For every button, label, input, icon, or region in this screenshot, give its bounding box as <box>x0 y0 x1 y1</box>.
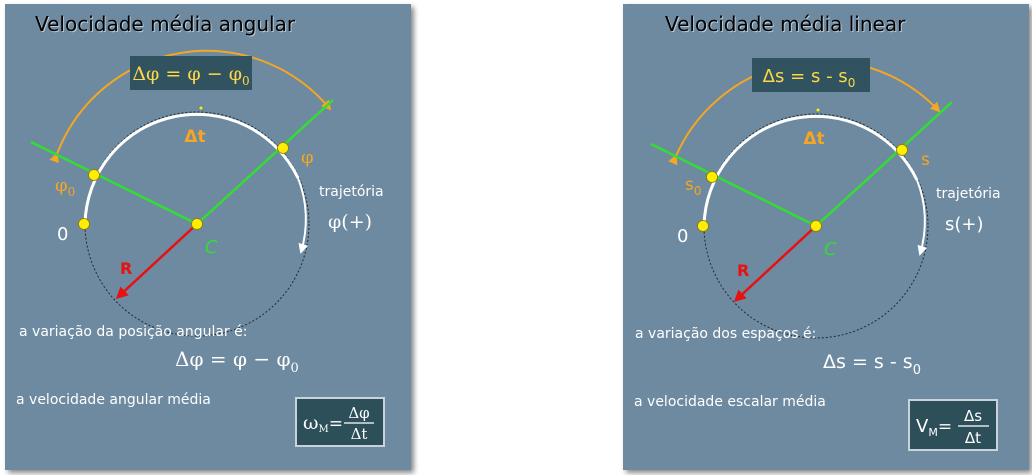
radius-line-end <box>815 101 953 227</box>
linear-diagram: Δs = s - s0 Δt s s0 0 trajetória s(+) C … <box>650 58 1001 451</box>
point-center <box>810 220 822 232</box>
trajectory-label: trajetória <box>319 184 384 200</box>
radius-vector <box>733 225 817 303</box>
delta-arc-arrow <box>49 49 332 164</box>
direction-label: s(+) <box>945 214 984 235</box>
end-label: s <box>921 150 930 170</box>
point-end <box>896 144 908 156</box>
top-formula: Δs = s - s0 <box>763 66 856 90</box>
top-formula-box <box>752 58 870 92</box>
radius-line-start <box>30 140 198 226</box>
origin-label: 0 <box>57 224 68 245</box>
result-denominator: Δt <box>351 425 368 443</box>
result-denominator: Δt <box>965 429 981 447</box>
radius-label: R <box>737 261 749 280</box>
point-end <box>277 142 289 154</box>
top-formula-box <box>130 56 252 90</box>
direction-arrow <box>916 179 928 256</box>
point-top <box>199 106 203 110</box>
result-formula-box <box>295 397 385 447</box>
dt-label: Δt <box>803 129 824 149</box>
trajectory-circle <box>703 113 929 339</box>
variation-text: a variação dos espaços é: <box>635 326 817 342</box>
center-label: C <box>824 239 837 260</box>
top-formula: Δφ = φ − φ0 <box>132 63 249 88</box>
point-start <box>88 169 100 181</box>
result-formula-box <box>908 399 998 451</box>
variation-formula: Δs = s - s0 <box>823 351 921 378</box>
direction-arrow <box>297 177 309 254</box>
velocity-text: a velocidade escalar média <box>634 394 826 410</box>
velocity-text: a velocidade angular média <box>16 392 211 408</box>
end-label: φ <box>301 147 314 168</box>
point-origin <box>78 218 90 230</box>
result-numerator: Δφ <box>348 404 369 422</box>
origin-label: 0 <box>677 226 688 247</box>
radius-line-start <box>650 142 817 228</box>
dt-label: Δt <box>184 127 205 147</box>
start-label: s0 <box>685 175 702 198</box>
panel-linear-velocity: Velocidade média linear Δs = s - s0 Δt <box>623 4 1029 470</box>
trajectory-circle <box>84 111 310 337</box>
result-numerator: Δs <box>964 407 982 425</box>
radius-vector <box>115 223 198 300</box>
result-symbol: ωM= <box>303 412 343 435</box>
radius-line-end <box>196 99 334 225</box>
point-top <box>816 108 820 112</box>
point-center <box>191 218 203 230</box>
result-symbol: VM= <box>916 416 952 439</box>
variation-formula: Δφ = φ − φ0 <box>175 347 299 376</box>
panel-angular-velocity: Velocidade média angular <box>5 4 411 470</box>
variation-text: a variação da posição angular é: <box>19 324 248 340</box>
panel-title: Velocidade média angular <box>35 12 296 36</box>
radius-label: R <box>120 259 132 278</box>
point-start <box>706 171 718 183</box>
panel-title: Velocidade média linear <box>665 12 906 36</box>
angular-diagram: Δφ = φ − φ0 Δt φ φ0 0 trajetória φ(+) C … <box>30 49 385 447</box>
point-origin <box>697 220 709 232</box>
start-label: φ0 <box>55 175 75 199</box>
trajectory-label: trajetória <box>936 186 1001 202</box>
center-label: C <box>205 237 218 258</box>
direction-label: φ(+) <box>328 211 372 233</box>
